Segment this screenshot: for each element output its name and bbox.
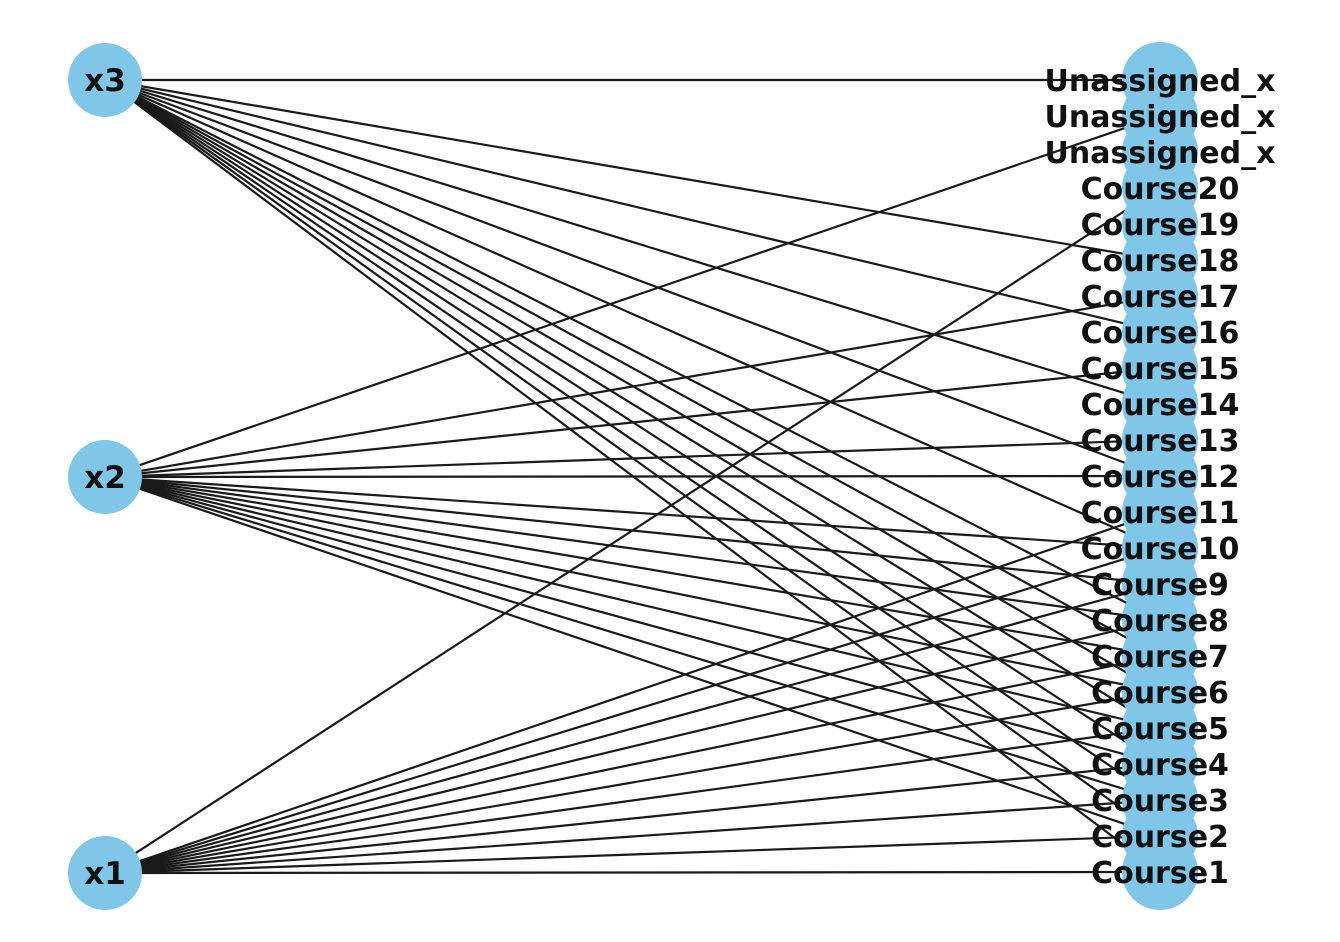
edge-x1-Course6 [104,690,1161,875]
node-label-Course7: Course7 [1091,640,1229,675]
node-label-x3: x3 [84,63,126,99]
edge-x1-Course4 [104,762,1161,875]
edge-x1-Course3 [104,798,1161,875]
edge-x2-Course17 [104,294,1161,479]
node-label-Course4: Course4 [1091,748,1229,783]
edge-x2-Course7 [104,475,1161,658]
node-label-Course10: Course10 [1081,532,1240,567]
node-label-Course9: Course9 [1091,568,1229,603]
edge-layer [104,78,1161,875]
node-label-Course1: Course1 [1091,856,1229,891]
node-x1[interactable] [68,836,142,910]
node-label-Course11: Course11 [1081,496,1240,531]
node-label-Course5: Course5 [1091,712,1229,747]
node-label-Unassigned_x3: Unassigned_x [1045,64,1276,99]
edge-x1-Course7 [104,654,1161,875]
node-Course1[interactable] [1122,834,1198,910]
edge-x2-Course13 [104,438,1161,479]
edge-x2-Course4 [104,475,1161,766]
node-label-Unassigned_x2: Unassigned_x [1045,100,1276,135]
edge-x3-Course3 [104,79,1161,801]
edge-x3-Course8 [104,79,1161,621]
edge-x1-Course20 [104,187,1161,874]
node-layer [68,42,1198,910]
edge-x2-Course5 [104,475,1161,730]
node-label-Course19: Course19 [1081,208,1240,243]
edge-x1-Course11 [104,510,1161,875]
node-label-Course3: Course3 [1091,784,1229,819]
edge-x2-Course3 [104,475,1161,802]
edge-x3-Course5 [104,79,1161,729]
edge-x3-Course12 [104,78,1161,478]
label-layer: x3x2x1Unassigned_xUnassigned_xUnassigned… [84,63,1275,892]
edge-x2-Course8 [104,475,1161,622]
node-label-Course12: Course12 [1081,460,1240,495]
node-label-x2: x2 [84,460,126,496]
node-label-Course2: Course2 [1091,820,1229,855]
edge-x2-Course15 [104,366,1161,479]
edge-x1-Course5 [104,726,1161,875]
node-label-Course18: Course18 [1081,244,1240,279]
edge-x3-Course18 [104,78,1161,262]
node-label-Unassigned_x1: Unassigned_x [1045,136,1276,171]
edge-x3-Course14 [104,78,1161,406]
node-label-Course6: Course6 [1091,676,1229,711]
node-label-Course8: Course8 [1091,604,1229,639]
edge-x3-Course10 [104,78,1161,550]
edge-x1-Course1 [104,870,1161,875]
node-x3[interactable] [68,43,142,117]
node-label-Course17: Course17 [1081,280,1240,315]
node-label-Course14: Course14 [1081,388,1240,423]
node-label-x1: x1 [84,856,126,892]
edge-x2-Course10 [104,475,1161,550]
node-label-Course13: Course13 [1081,424,1240,459]
edge-x2-Course2 [104,475,1161,838]
node-label-Course15: Course15 [1081,352,1240,387]
edge-x3-Course16 [104,78,1161,334]
edge-x2-Course12 [104,474,1161,479]
edge-x3-Course7 [104,79,1161,657]
edge-x2-Unassigned_x2 [104,114,1161,479]
node-label-Course20: Course20 [1081,172,1240,207]
edge-x1-Course10 [104,546,1161,875]
edge-x2-Course6 [104,475,1161,694]
edge-x1-Course8 [104,618,1161,875]
edge-x1-Course9 [104,582,1161,875]
node-x2[interactable] [68,440,142,514]
edge-x1-Course2 [104,834,1161,875]
node-label-Course16: Course16 [1081,316,1240,351]
